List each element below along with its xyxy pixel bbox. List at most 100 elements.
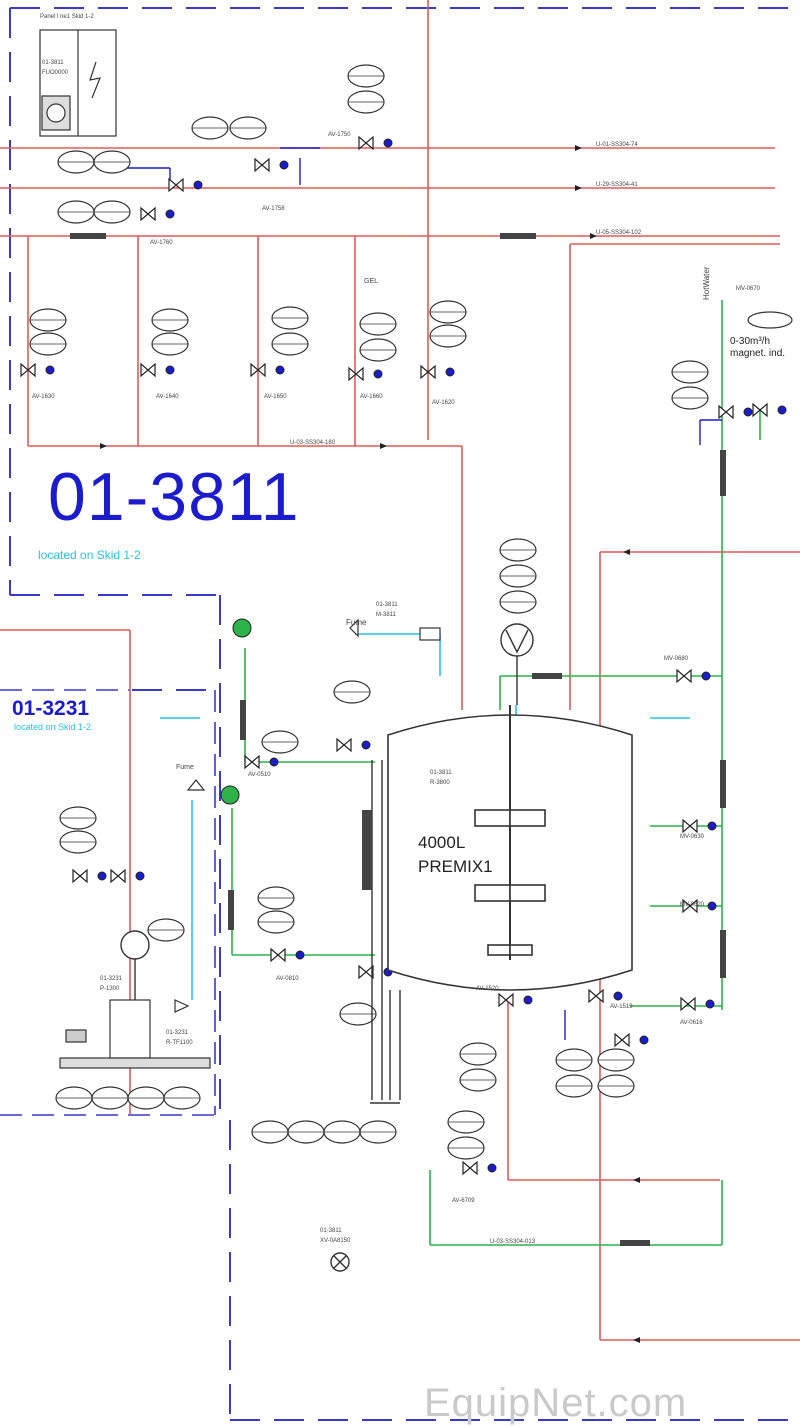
valve-symbol [254,157,270,173]
gel-label: GEL [364,278,379,285]
instrument-bubbles [29,64,709,1160]
electrical-panel [39,29,117,137]
valve-symbol [588,988,604,1004]
jacket-hatches [70,233,726,1246]
actuator-dot [295,950,305,960]
valve-symbol [614,1032,630,1048]
valve-tag-1620: AV-1620 [432,400,455,406]
valve-symbol [110,868,126,884]
hot-water-label: HotWater [702,266,711,301]
skid-small-boundary [0,689,216,1116]
valve-symbol [358,135,374,151]
line-header-1: U-01-SS304-74 [596,142,638,148]
actuator-dot [701,671,711,681]
pump-p1300 [120,930,150,1000]
tank-tag2: R-3800 [430,780,450,786]
actuator-dot [193,180,203,190]
actuator-dot [707,821,717,831]
agitator-tag: 01-3811 [376,602,398,608]
valve-symbol [676,668,692,684]
actuator-dot [361,740,371,750]
line-header-2: U-29-SS304-41 [596,182,638,188]
valve-tag-0670: MV-0670 [736,286,761,292]
line-header-3: U-05-SS304-102 [596,230,642,236]
actuator-dot [269,757,279,767]
valve-tag-0680: MV-0680 [664,656,689,662]
actuator-dot [373,369,383,379]
actuator-dot [97,871,107,881]
valve-symbol [20,362,36,378]
valve-tag-1640: AV-1640 [156,394,179,400]
valve-tag-0510: AV-0510 [248,772,271,778]
valve-tag-0810: AV-0810 [276,976,299,982]
actuator-dot [743,407,753,417]
flow-range: 0-30m³/h [730,336,771,347]
steam-header-lines [0,0,800,1341]
process-lines [120,147,722,1040]
pressure-tag: 01-3811 [320,1228,342,1234]
actuator-dot [165,365,175,375]
valve-symbol [270,947,286,963]
valve-symbol [462,1160,478,1176]
magnetic-flowmeter [747,311,793,329]
skid-small-id: 01-3231 [12,697,90,720]
tank-tag: 01-3811 [430,770,452,776]
actuator-dot [523,995,533,1005]
tank-premix1 [387,705,633,991]
tank-volume: 4000L [418,833,466,852]
fume-outlets [174,618,441,1013]
valve-symbol [680,996,696,1012]
actuator-dot [777,405,787,415]
tf-tag: 01-3231 [166,1030,189,1036]
valve-symbol [752,402,768,418]
valve-symbol [168,177,184,193]
valve-tag-6709: AV-6709 [452,1198,475,1204]
filter-equipment [59,999,211,1069]
flow-type: magnet. ind. [730,348,786,359]
fume-label-b: Fume [176,764,194,771]
agitator-motor [500,623,534,705]
valve-tag-1520: AV-1520 [476,986,499,992]
actuator-dot [707,901,717,911]
valve-symbols [20,135,787,1176]
valve-symbol [348,366,364,382]
line-collector: U-03-SS304-180 [290,440,336,446]
actuator-dot [445,367,455,377]
pump-tag2: P-1300 [100,986,120,992]
valve-symbol [140,206,156,222]
skid-boundary [9,7,800,1421]
line-return: U-03-SS304-013 [490,1239,536,1245]
skid-main-id: 01-3811 [48,459,300,535]
valve-tag-1758: AV-1758 [262,206,285,212]
valve-tag-1750: AV-1750 [328,132,351,138]
valve-symbol [244,754,260,770]
valve-tag-1660: AV-1660 [360,394,383,400]
valve-tag-0616: AV-0616 [680,1020,703,1026]
flow-arrows [100,145,640,1343]
panel-tag-a: 01-3811 [42,60,64,66]
valve-tag-1519: AV-1519 [610,1004,633,1010]
actuator-dot [45,365,55,375]
agitator-tag2: M-3811 [376,612,396,618]
valve-symbol [420,364,436,380]
valve-symbol [718,404,734,420]
valve-symbol [682,898,698,914]
skid-small-location: located on Skid 1-2 [14,722,92,732]
pump-tag: 01-3231 [100,976,123,982]
pressure-tag2: XV-0A8150 [320,1238,351,1244]
valve-symbol [140,362,156,378]
skid-main-location: located on Skid 1-2 [38,548,141,562]
valve-tag-1760: AV-1760 [150,240,173,246]
valve-tag-1630: AV-1630 [32,394,55,400]
actuator-dot [613,991,623,1001]
valve-symbol [358,964,374,980]
valve-tag-0630: MV-0630 [680,834,705,840]
panel-tag-b: FUO0000 [42,70,69,76]
actuator-dot [705,999,715,1009]
actuator-dot [639,1035,649,1045]
valve-symbol [250,362,266,378]
level-indicators [220,618,252,805]
valve-symbol [336,737,352,753]
